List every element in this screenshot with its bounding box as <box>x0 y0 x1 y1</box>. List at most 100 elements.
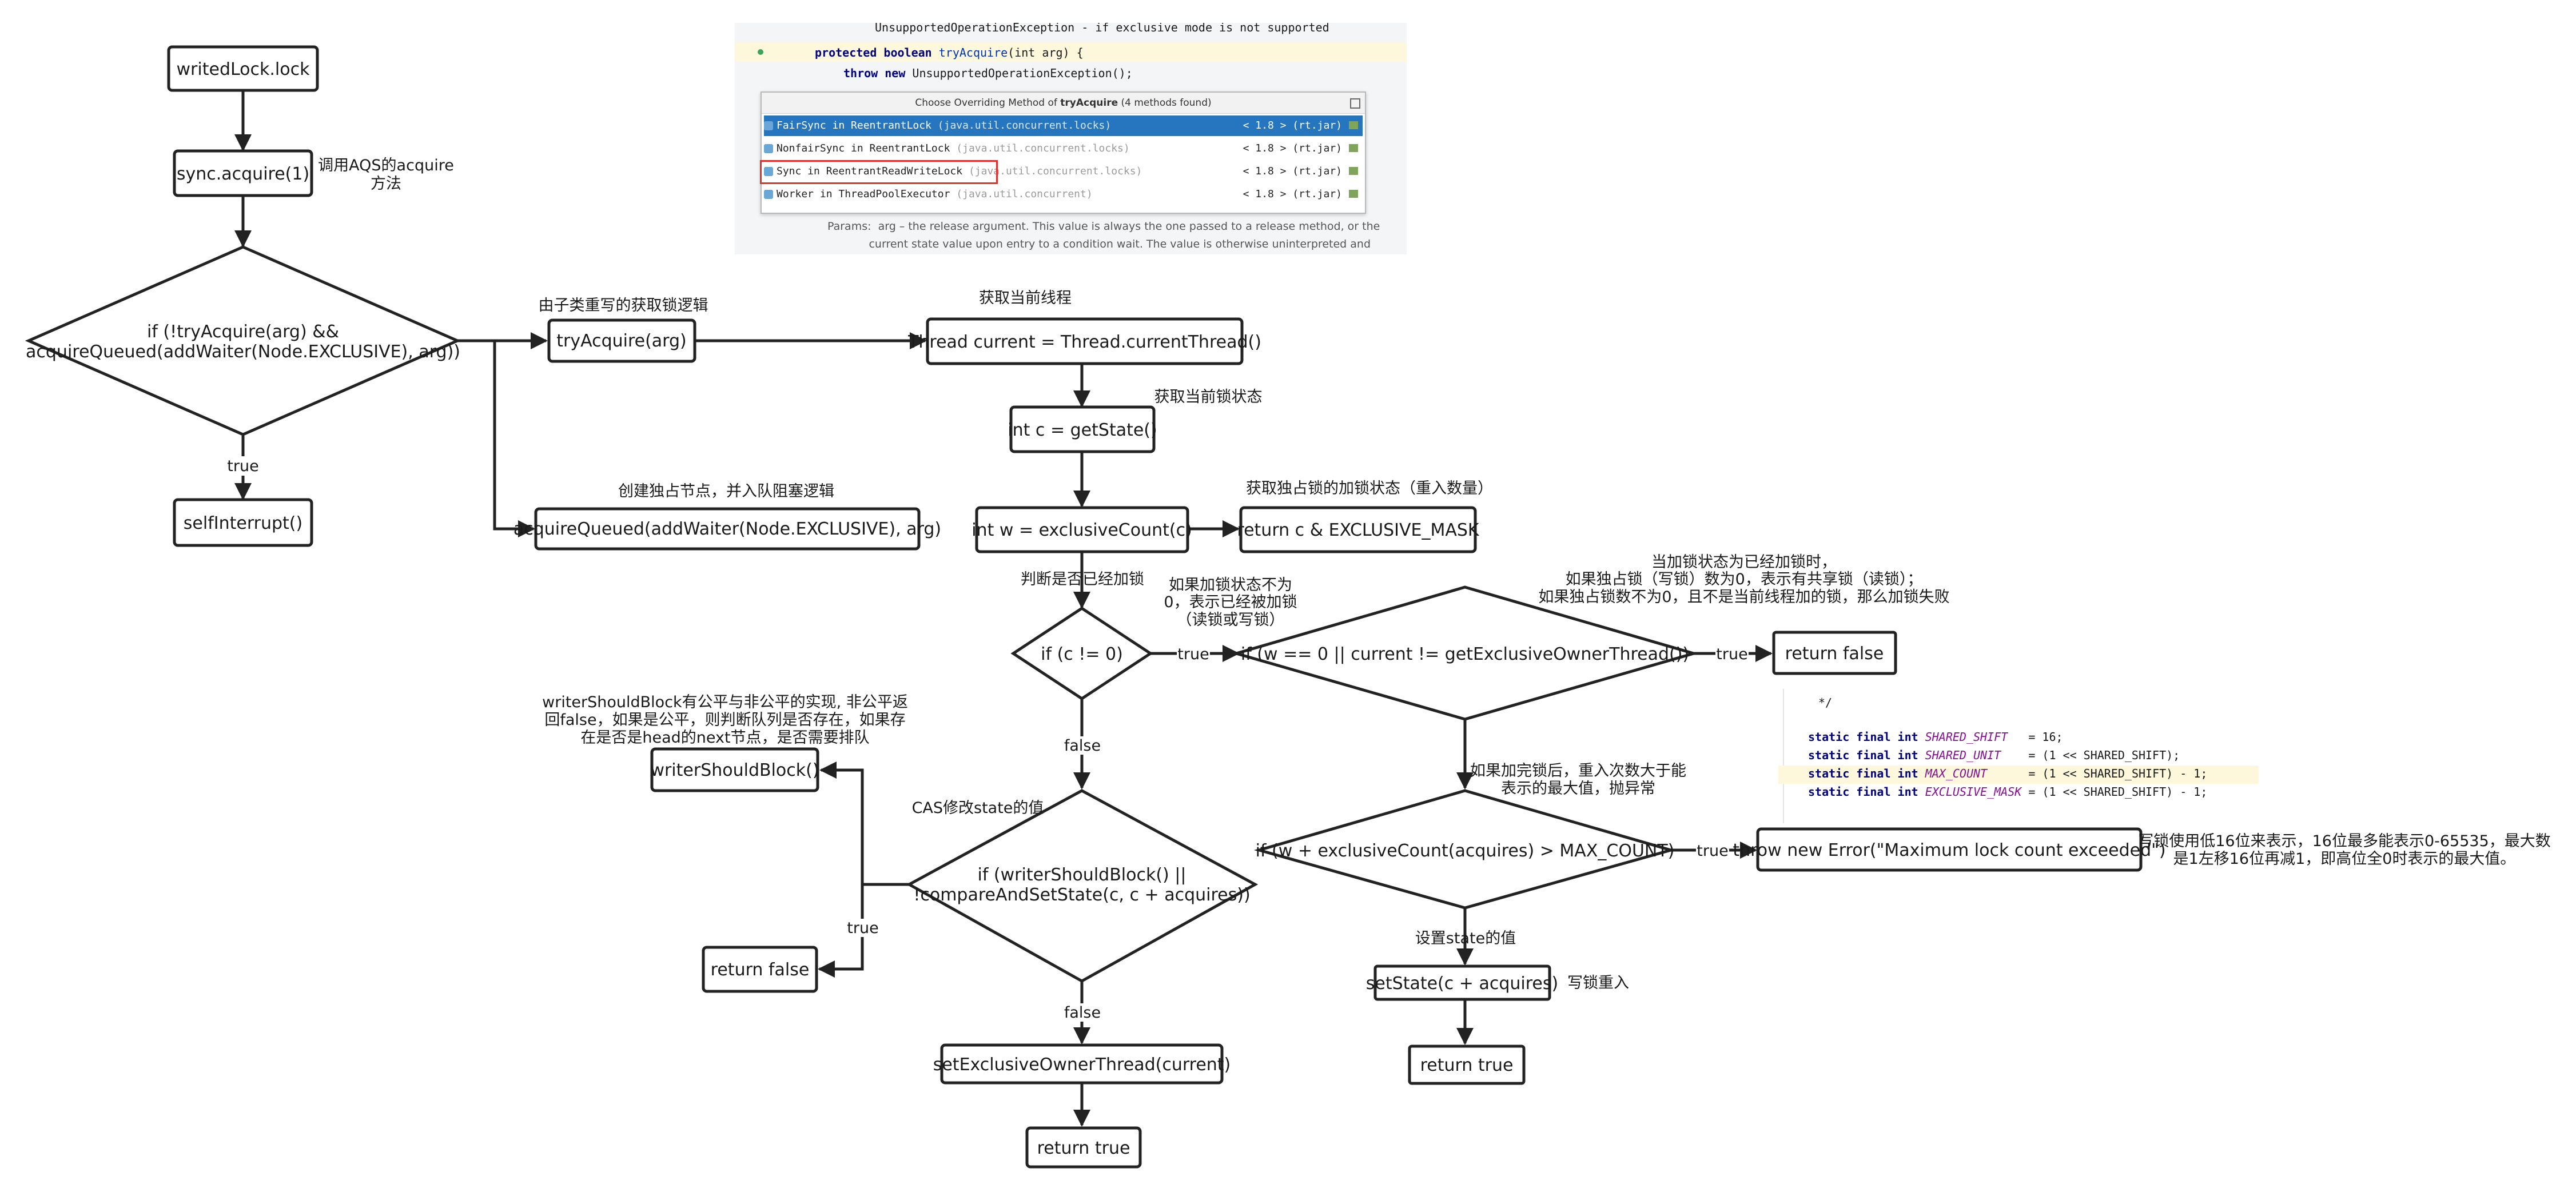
edge-if-to-acquirequeued <box>457 339 535 537</box>
annotation: 0，表示已经被加锁 <box>1164 593 1297 611</box>
svg-text:acquireQueued(addWaiter(Node.E: acquireQueued(addWaiter(Node.EXCLUSIVE),… <box>26 342 460 362</box>
node-try-acquire: tryAcquire(arg) <box>547 318 696 363</box>
jar-icon <box>1349 144 1358 152</box>
node-main-if: if (!tryAcquire(arg) && acquireQueued(ad… <box>25 245 461 436</box>
annotation: 当加锁状态为已经加锁时， <box>1651 553 1837 571</box>
svg-text:sync.acquire(1): sync.acquire(1) <box>177 164 309 184</box>
edge-cas-to-returnfalse <box>818 884 864 978</box>
edge-label-false: false <box>1064 1004 1101 1022</box>
code-highlight-line <box>735 42 1407 62</box>
class-icon <box>764 144 773 153</box>
annotation: 写锁使用低16位来表示，16位最多能表示0-65535，最大数 <box>2138 832 2551 850</box>
svg-text:return false: return false <box>711 960 810 980</box>
node-if-max-count: if (w + exclusiveCount(acquires) > MAX_C… <box>1253 789 1677 910</box>
code-line: protected boolean tryAcquire(int arg) { <box>815 46 1084 59</box>
annotation: 如果加锁状态不为 <box>1169 576 1292 594</box>
node-if-w-zero: if (w == 0 || current != getExclusiveOwn… <box>1231 585 1699 721</box>
popup-row-fairsync[interactable]: FairSync in ReentrantLock (java.util.con… <box>764 115 1363 136</box>
annotation: 在是否是head的next节点，是否需要排队 <box>580 729 869 747</box>
code-line: static final int SHARED_SHIFT = 16; <box>1808 730 2063 744</box>
annotation: 由子类重写的获取锁逻辑 <box>539 297 708 314</box>
popup-title: Choose Overriding Method of tryAcquire (… <box>762 93 1365 114</box>
class-icon <box>764 167 773 176</box>
jar-icon <box>1349 190 1358 198</box>
code-line: static final int MAX_COUNT = (1 << SHARE… <box>1808 767 2208 780</box>
code-screenshot-tryacquire: UnsupportedOperationException - if exclu… <box>735 23 1407 254</box>
edge-label-true: true <box>1177 645 1209 663</box>
annotation: 获取独占锁的加锁状态（重入数量） <box>1246 480 1493 497</box>
jar-icon <box>1349 121 1358 129</box>
svg-text:int c = getState(): int c = getState() <box>1008 420 1157 440</box>
annotation: 如果独占锁（写锁）数为0，表示有共享锁（读锁）； <box>1566 571 1923 588</box>
annotation: 表示的最大值，抛异常 <box>1501 780 1655 798</box>
popup-pin-icon[interactable] <box>1350 98 1360 109</box>
node-self-interrupt: selfInterrupt() <box>173 498 313 547</box>
edge-label-true: true <box>1697 842 1728 860</box>
popup-row-sync-rrwl[interactable]: Sync in ReentrantReadWriteLock (java.uti… <box>764 161 1363 182</box>
annotation: 方法 <box>371 175 401 193</box>
svg-text:setState(c + acquires): setState(c + acquires) <box>1366 974 1558 994</box>
svg-text:return false: return false <box>1785 644 1884 664</box>
svg-text:setExclusiveOwnerThread(curren: setExclusiveOwnerThread(current) <box>933 1055 1231 1075</box>
node-return-true-bottom: return true <box>1025 1126 1142 1169</box>
node-return-false-right: return false <box>1772 631 1897 675</box>
node-return-true-right: return true <box>1408 1045 1526 1085</box>
annotation: 获取当前线程 <box>979 289 1072 307</box>
popup-row-worker[interactable]: Worker in ThreadPoolExecutor (java.util.… <box>764 184 1363 205</box>
javadoc-params: current state value upon entry to a cond… <box>827 238 1371 250</box>
edge-labels: true true true true true false false <box>227 456 1749 1022</box>
node-return-mask: return c & EXCLUSIVE_MASK <box>1237 506 1480 553</box>
highlight-box <box>760 160 998 184</box>
annotation: 判断是否已经加锁 <box>1021 571 1144 588</box>
svg-text:Thread current = Thread.curren: Thread current = Thread.currentThread() <box>907 332 1261 352</box>
annotation: 获取当前锁状态 <box>1154 388 1263 406</box>
class-icon <box>764 190 773 199</box>
annotation: 回false，如果是公平，则判断队列是否存在，如果存 <box>544 711 905 729</box>
override-gutter-icon <box>758 49 763 55</box>
annotation: CAS修改state的值 <box>912 799 1044 817</box>
svg-text:if (!tryAcquire(arg) &&: if (!tryAcquire(arg) && <box>147 322 339 342</box>
svg-text:return c & EXCLUSIVE_MASK: return c & EXCLUSIVE_MASK <box>1237 520 1479 540</box>
svg-text:return true: return true <box>1420 1055 1514 1075</box>
svg-text:acquireQueued(addWaiter(Node.E: acquireQueued(addWaiter(Node.EXCLUSIVE),… <box>513 519 941 539</box>
svg-text:if (w == 0 || current != getEx: if (w == 0 || current != getExclusiveOwn… <box>1241 644 1689 664</box>
node-writed-lock: writedLock.lock <box>167 45 319 92</box>
code-line: static final int SHARED_UNIT = (1 << SHA… <box>1808 748 2180 762</box>
svg-text:if (writerShouldBlock() ||: if (writerShouldBlock() || <box>978 865 1187 885</box>
node-if-c-ne-0: if (c != 0) <box>1010 607 1153 700</box>
annotation: writerShouldBlock有公平与非公平的实现, 非公平返 <box>542 693 908 711</box>
node-cas-if: if (writerShouldBlock() || !compareAndSe… <box>906 789 1259 983</box>
svg-text:if (c != 0): if (c != 0) <box>1041 644 1123 664</box>
svg-text:throw new Error("Maximum lock: throw new Error("Maximum lock count exce… <box>1733 840 2165 860</box>
svg-text:tryAcquire(arg): tryAcquire(arg) <box>556 331 687 351</box>
annotations: 调用AQS的acquire 方法 由子类重写的获取锁逻辑 创建独占节点，并入队阻… <box>318 157 2551 992</box>
code-highlight-line <box>1778 766 2259 784</box>
edge-label-true: true <box>1716 645 1747 663</box>
edge-label-true: true <box>847 919 878 937</box>
svg-text:writerShouldBlock(): writerShouldBlock() <box>650 760 819 780</box>
edge-cas-to-wsb <box>819 762 909 886</box>
popup-row-nonfairsync[interactable]: NonfairSync in ReentrantLock (java.util.… <box>764 138 1363 159</box>
svg-text:return true: return true <box>1037 1138 1130 1158</box>
node-sync-acquire: sync.acquire(1) <box>173 149 313 197</box>
javadoc-params: Params: arg – the release argument. This… <box>827 220 1380 233</box>
annotation: 设置state的值 <box>1415 930 1516 947</box>
annotation: 调用AQS的acquire <box>318 157 454 174</box>
node-throw-error: throw new Error("Maximum lock count exce… <box>1733 827 2166 872</box>
node-get-state: int c = getState() <box>1008 405 1157 453</box>
svg-text:selfInterrupt(): selfInterrupt() <box>184 513 302 533</box>
edge-label-false: false <box>1064 737 1101 755</box>
code-line: static final int EXCLUSIVE_MASK = (1 << … <box>1808 785 2208 799</box>
node-exclusive-count: int w = exclusiveCount(c) <box>972 506 1192 553</box>
svg-text:writedLock.lock: writedLock.lock <box>177 59 310 79</box>
node-set-state: setState(c + acquires) <box>1366 964 1558 1001</box>
node-current-thread: Thread current = Thread.currentThread() <box>907 317 1261 365</box>
node-set-owner: setExclusiveOwnerThread(current) <box>933 1043 1231 1085</box>
code-screenshot-constants: */ static final int SHARED_SHIFT = 16; s… <box>1778 689 2259 823</box>
node-return-false-left: return false <box>702 946 818 993</box>
annotation: 如果加完锁后，重入次数大于能 <box>1470 762 1686 780</box>
node-writer-should-block: writerShouldBlock() <box>650 747 819 792</box>
choose-overriding-method-popup: Choose Overriding Method of tryAcquire (… <box>760 91 1366 214</box>
code-line: throw new UnsupportedOperationException(… <box>843 66 1133 80</box>
